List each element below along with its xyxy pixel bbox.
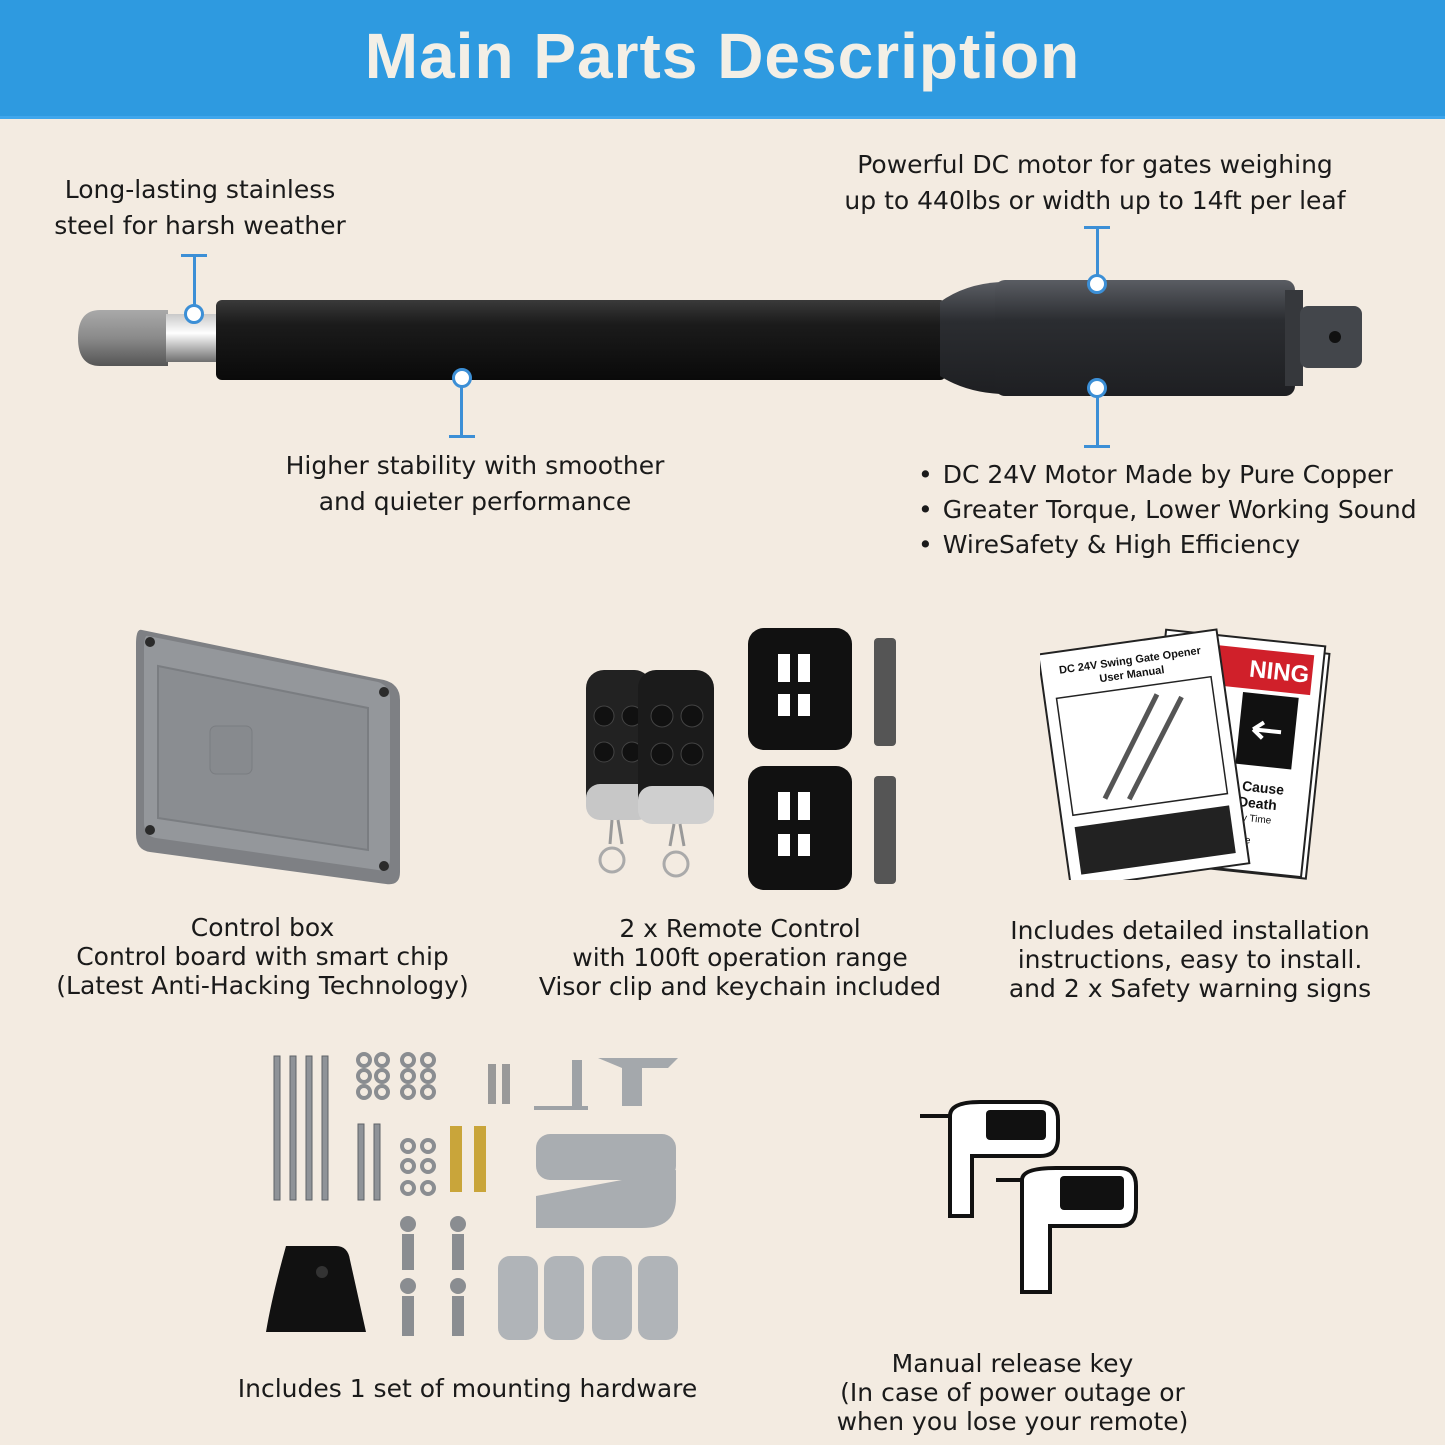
user-manual: DC 24V Swing Gate Opener User Manual xyxy=(1040,628,1251,880)
feature-list: DC 24V Motor Made by Pure Copper Greater… xyxy=(918,457,1428,562)
callout-line-features xyxy=(1096,396,1099,448)
callout-tick-motor xyxy=(1084,226,1110,229)
feature-item: WireSafety & High Efficiency xyxy=(918,527,1428,562)
warning-header: NING xyxy=(1248,656,1310,689)
feature-item: DC 24V Motor Made by Pure Copper xyxy=(918,457,1428,492)
callout-tick-stability xyxy=(449,435,475,438)
feature-item: Greater Torque, Lower Working Sound xyxy=(918,492,1428,527)
callout-motor-text: Powerful DC motor for gates weighing up … xyxy=(844,150,1346,215)
warning-line1: Cause xyxy=(1241,778,1285,798)
callout-stability-text: Higher stability with smoother and quiet… xyxy=(285,451,665,516)
remote-2 xyxy=(638,670,714,878)
callout-steel-text: Long-lasting stainless steel for harsh w… xyxy=(54,175,346,240)
callout-line-steel xyxy=(193,254,196,306)
control-box-image xyxy=(136,629,400,885)
callout-dot-motor xyxy=(1087,274,1107,294)
page-title: Main Parts Description xyxy=(364,20,1081,92)
callout-line-stability xyxy=(460,386,463,438)
callout-tick-features xyxy=(1084,445,1110,448)
callout-dot-steel xyxy=(184,304,204,324)
warning-line3: ny Time xyxy=(1236,812,1272,827)
remote-caption: 2 x Remote Control with 100ft operation … xyxy=(538,914,942,1001)
manual-caption: Includes detailed installation instructi… xyxy=(1008,916,1372,1003)
callout-dot-features xyxy=(1087,378,1107,398)
release-key-caption: Manual release key (In case of power out… xyxy=(836,1349,1189,1436)
callout-tick-steel xyxy=(181,254,207,257)
manual-image: NING Cause Death ny Time ate n DC 24V Sw… xyxy=(1040,628,1331,880)
visor-clip-2 xyxy=(748,766,852,890)
control-box-caption: Control box Control board with smart chi… xyxy=(56,913,469,1000)
visor-clip-1 xyxy=(748,628,852,750)
callout-dot-stability xyxy=(452,368,472,388)
callout-line-motor xyxy=(1096,226,1099,278)
mounting-hardware-image xyxy=(266,1052,678,1340)
remote-control-image xyxy=(586,628,896,890)
remote-1 xyxy=(586,670,652,874)
release-key-icon xyxy=(920,1100,1138,1294)
warning-line2: Death xyxy=(1237,793,1277,813)
header-banner: Main Parts Description xyxy=(0,0,1445,119)
hardware-caption: Includes 1 set of mounting hardware xyxy=(237,1374,698,1403)
